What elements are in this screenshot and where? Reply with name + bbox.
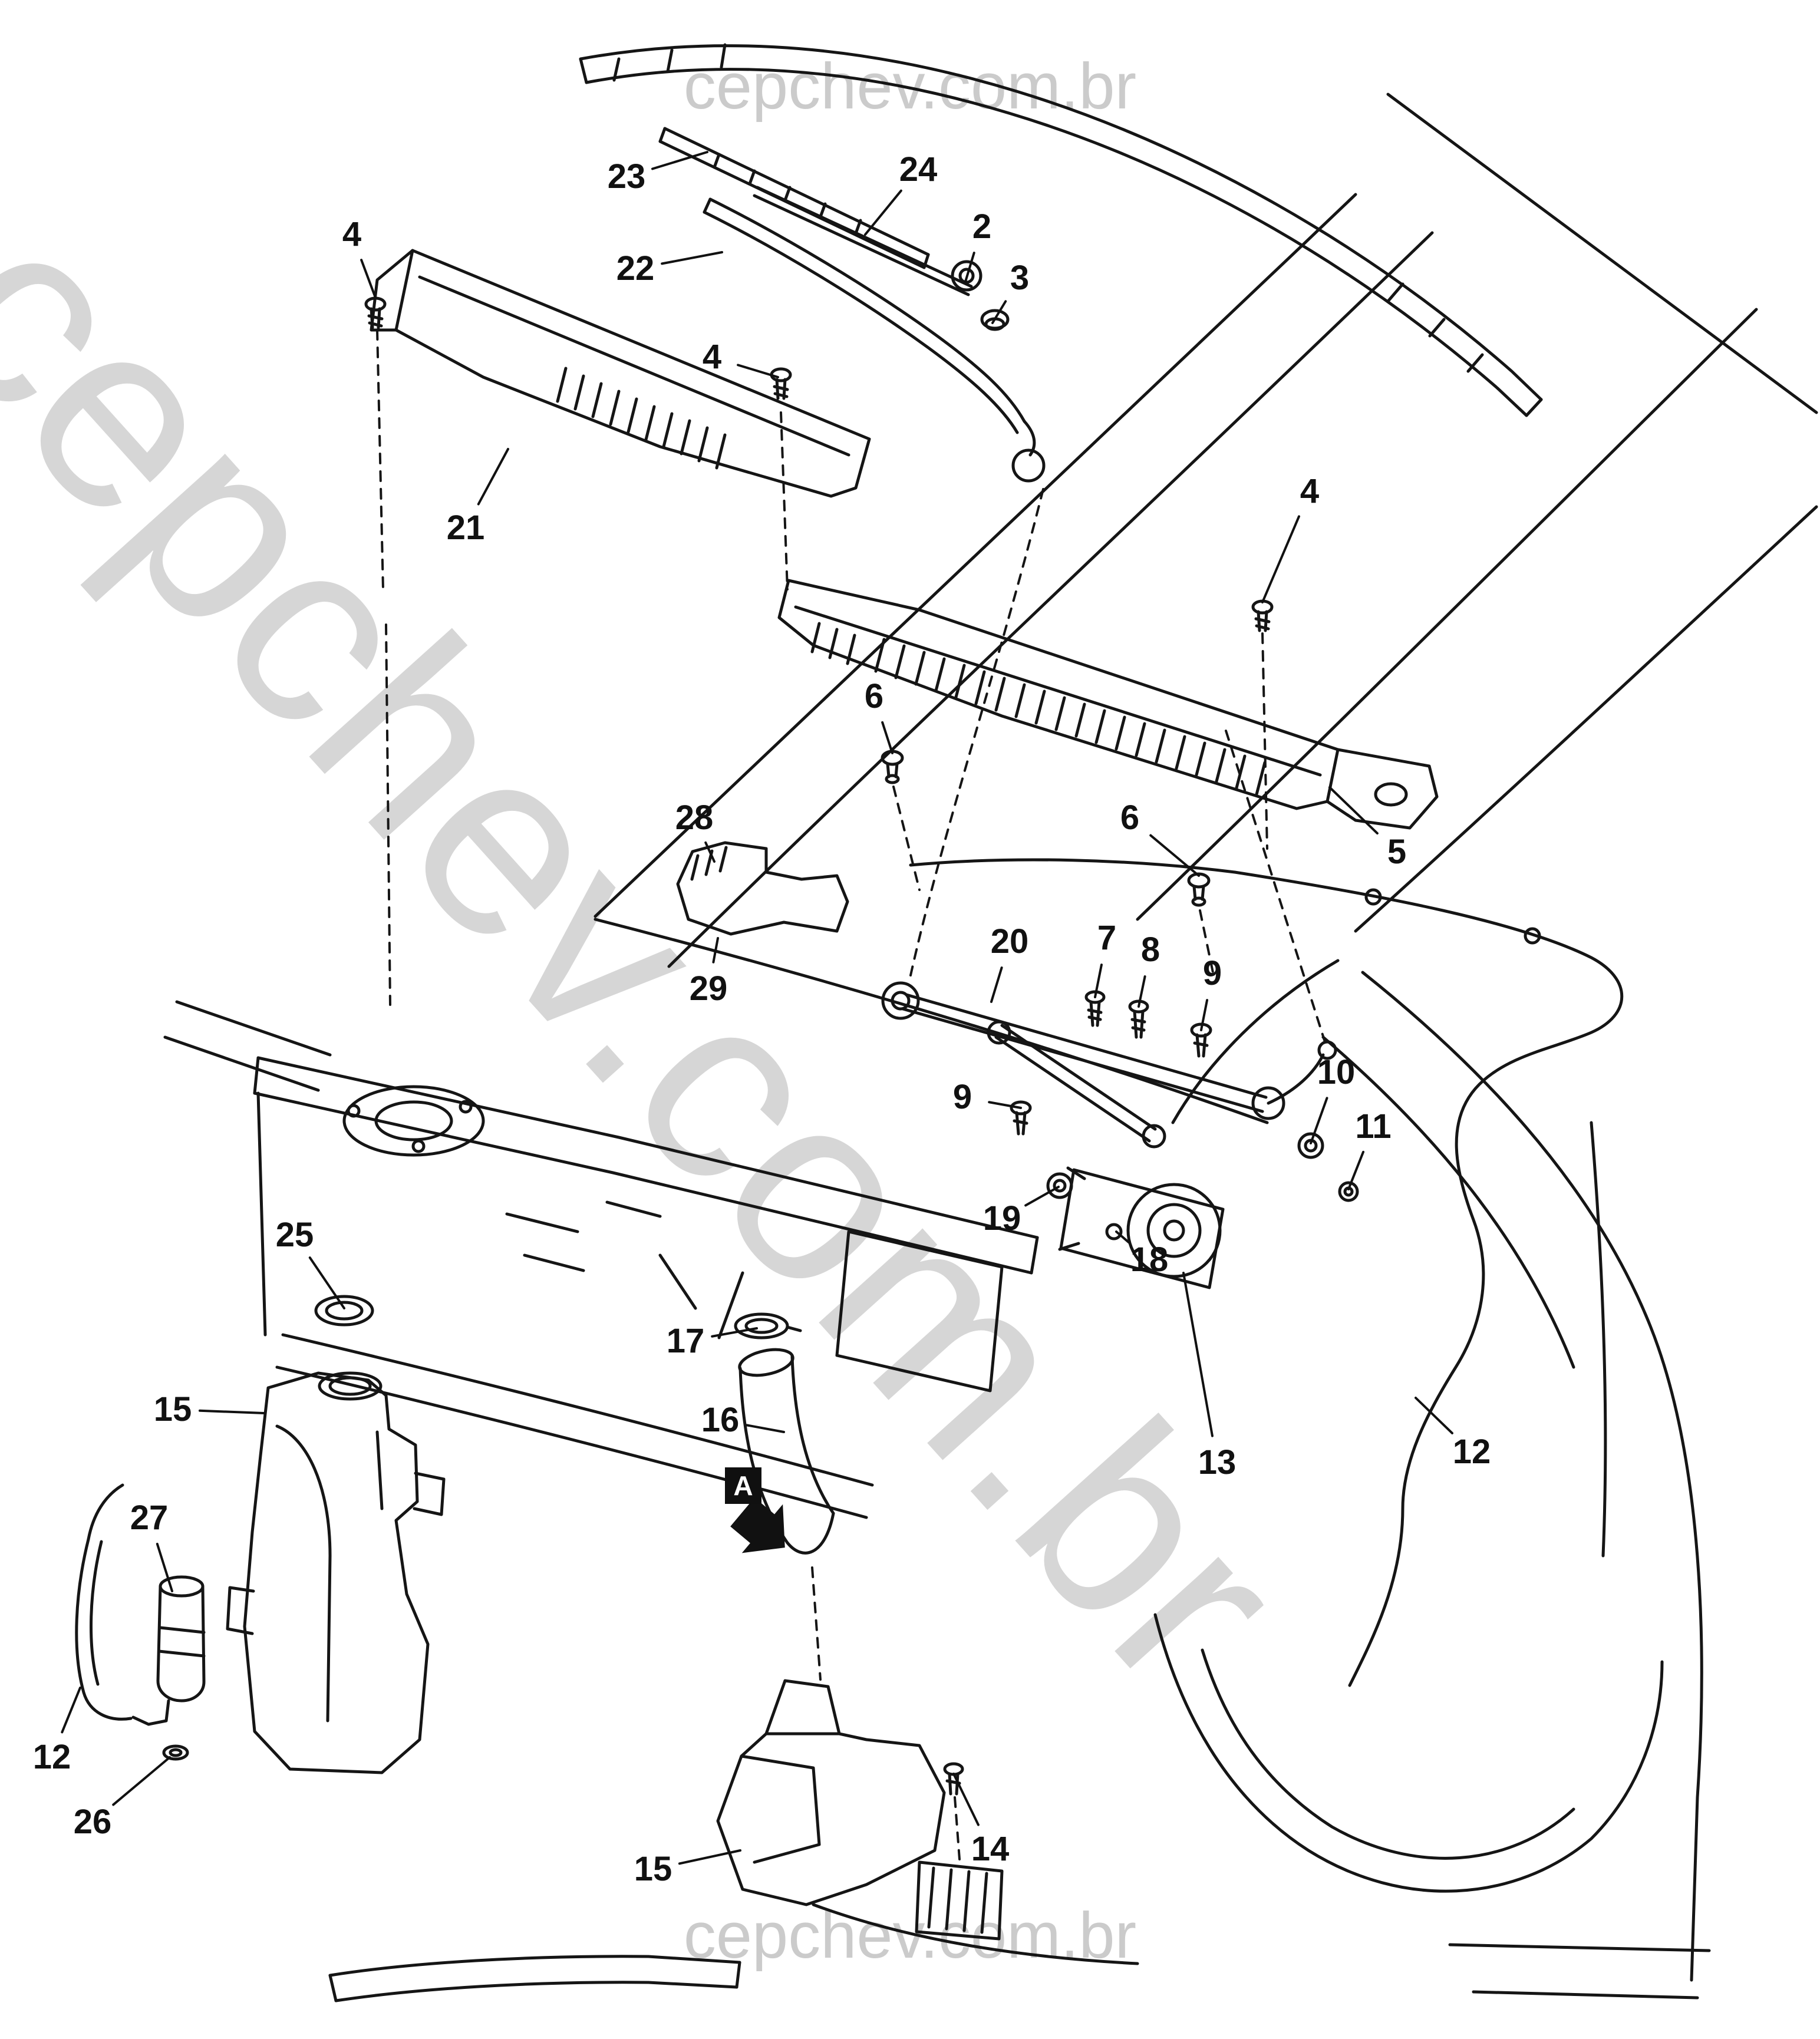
callout-number-28: 28 [675, 799, 714, 837]
callout-number-25: 25 [275, 1216, 314, 1254]
callout-number-7: 7 [1097, 919, 1117, 957]
callout-number-9: 9 [1202, 954, 1222, 992]
callout-leader-4 [737, 364, 779, 378]
callout-leader-21 [477, 448, 509, 506]
callout-number-6: 6 [864, 677, 884, 715]
callout-number-15: 15 [634, 1850, 672, 1888]
callout-number-13: 13 [1198, 1443, 1237, 1482]
callout-number-10: 10 [1317, 1053, 1356, 1091]
part-wiper-blade [658, 127, 973, 296]
callout-leader-15 [198, 1409, 265, 1414]
detail-view-label: A [733, 1470, 753, 1501]
detail-a-arrow [730, 1497, 785, 1553]
callout-leader-20 [990, 966, 1003, 1003]
callout-leader-26 [112, 1756, 171, 1806]
callout-number-18: 18 [1130, 1240, 1169, 1279]
part-cowl-panel-right [777, 579, 1439, 830]
callout-leader-9 [988, 1101, 1022, 1109]
part-linkage-bolts [1010, 990, 1212, 1136]
callout-number-29: 29 [689, 969, 728, 1008]
part-washer-pump [75, 1483, 206, 1761]
part-sill-garnish [328, 1955, 741, 2002]
callout-leader-12 [1415, 1397, 1453, 1434]
callout-number-12: 12 [1452, 1433, 1491, 1471]
callout-number-4: 4 [702, 338, 722, 376]
callout-leader-23 [651, 151, 708, 170]
body-fender [812, 971, 1711, 2000]
alignment-dashed-lines [376, 329, 1326, 1860]
callout-number-6: 6 [1120, 799, 1140, 837]
callout-leader-6 [1149, 834, 1200, 877]
callout-number-9: 9 [952, 1078, 972, 1116]
callout-leader-8 [1138, 975, 1146, 1008]
callout-leader-10 [1310, 1097, 1328, 1144]
callout-number-22: 22 [616, 249, 655, 288]
callout-number-2: 2 [972, 207, 992, 246]
callout-number-11: 11 [1355, 1107, 1392, 1146]
part-air-deflector [676, 841, 849, 936]
part-wiper-arm [703, 197, 1046, 483]
part-wiper-linkage [881, 981, 1337, 1149]
callout-number-17: 17 [666, 1322, 705, 1360]
part-cowl-panel-left [370, 249, 871, 498]
callout-number-4: 4 [342, 215, 362, 253]
callout-leader-25 [308, 1256, 345, 1309]
callout-leader-13 [1182, 1272, 1214, 1437]
part-arm-nut-and-cap [951, 260, 1010, 331]
detail-view-marker: A [725, 1467, 761, 1504]
part-washer-reservoir [226, 1371, 446, 1774]
callout-leader-14 [952, 1773, 980, 1826]
callout-leader-4 [360, 259, 377, 299]
callout-number-5: 5 [1387, 833, 1407, 871]
callout-number-27: 27 [130, 1499, 169, 1537]
callout-leader-18 [1115, 1230, 1130, 1244]
callout-number-26: 26 [73, 1803, 112, 1841]
callout-leader-28 [704, 841, 716, 863]
callout-number-24: 24 [899, 150, 938, 189]
callout-number-3: 3 [1010, 259, 1030, 297]
callout-leader-19 [1024, 1186, 1060, 1207]
callout-leader-12 [61, 1687, 81, 1734]
callout-leader-2 [964, 252, 975, 283]
callout-leader-9 [1200, 999, 1209, 1031]
body-windshield-lines [594, 93, 1818, 1124]
callout-number-8: 8 [1140, 931, 1160, 969]
callout-leader-3 [991, 300, 1007, 324]
body-engine-bay-structure [163, 959, 1340, 1519]
callout-leader-4 [1261, 515, 1300, 603]
part-reservoir-grommet [314, 1295, 374, 1327]
part-reveal-molding [579, 43, 1543, 417]
callout-number-4: 4 [1300, 472, 1320, 510]
callout-leader-7 [1094, 964, 1103, 998]
callout-leader-27 [156, 1542, 173, 1592]
callout-number-15: 15 [153, 1390, 192, 1428]
callout-leader-5 [1328, 786, 1379, 835]
callout-number-19: 19 [982, 1199, 1021, 1238]
callout-number-23: 23 [607, 157, 646, 196]
callout-leader-24 [864, 189, 902, 236]
callout-leader-22 [661, 251, 723, 265]
callout-number-20: 20 [990, 922, 1029, 961]
callout-leader-6 [881, 721, 893, 754]
callout-leader-16 [746, 1424, 785, 1433]
part-washer-hose-right [909, 858, 1624, 1687]
part-lower-reservoir [716, 1679, 1004, 1941]
callout-number-16: 16 [701, 1401, 740, 1439]
callout-leader-29 [712, 937, 719, 964]
callout-leader-15 [678, 1849, 741, 1865]
callout-number-14: 14 [971, 1830, 1010, 1868]
callout-number-21: 21 [446, 509, 485, 547]
callout-leader-lines [61, 151, 1453, 1865]
part-wiper-motor [1058, 1166, 1225, 1289]
callout-leader-17 [711, 1327, 758, 1338]
callout-leader-11 [1347, 1150, 1365, 1190]
callout-number-12: 12 [32, 1738, 71, 1776]
